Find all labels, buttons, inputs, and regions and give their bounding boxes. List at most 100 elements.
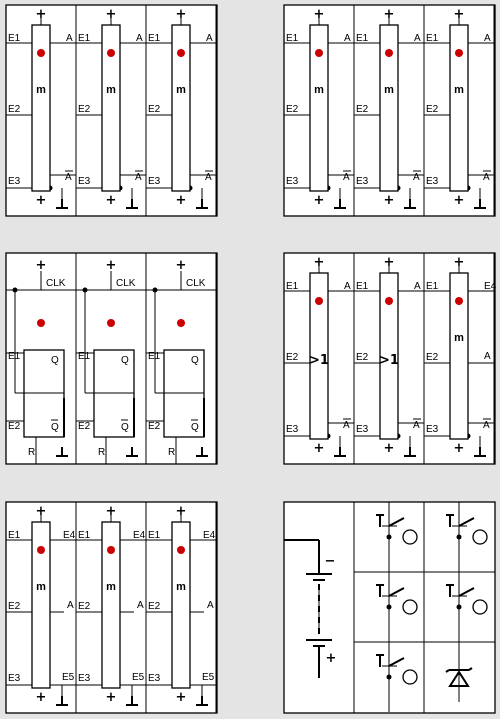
status-led — [385, 49, 393, 57]
output-label-q: Q — [191, 355, 199, 366]
gate-symbol: m — [454, 332, 464, 344]
status-led — [177, 319, 185, 327]
input-label: E2 — [426, 104, 439, 115]
lamp-icon — [402, 529, 418, 545]
lamp-icon — [472, 529, 488, 545]
plus-terminal: + — [314, 7, 325, 22]
input-label: E1 — [286, 281, 299, 292]
push-switch — [446, 572, 488, 642]
status-led — [37, 49, 45, 57]
reset-label: R — [28, 447, 35, 458]
zener-diode-icon — [445, 642, 473, 702]
input-label: E1 — [78, 530, 91, 541]
plus-terminal: + — [454, 193, 465, 208]
plus-terminal: + — [106, 7, 117, 22]
output-label-a-bar: A — [343, 420, 350, 431]
push-switch — [376, 642, 418, 712]
input-label: E2 — [356, 104, 369, 115]
plus-terminal: + — [314, 193, 325, 208]
or-gate-body — [309, 272, 329, 440]
input-label: E1 — [286, 33, 299, 44]
gate-body — [101, 24, 121, 192]
output-label-a-bar: A — [135, 172, 142, 183]
switch-contact — [388, 657, 405, 667]
diode-bar — [468, 667, 473, 671]
input-label: E2 — [148, 601, 161, 612]
input-label: E3 — [356, 176, 369, 187]
gate-symbol: m — [384, 84, 394, 96]
input-label: E3 — [8, 673, 21, 684]
switch-contact — [388, 517, 405, 527]
output-label-q-bar: Q — [121, 422, 129, 433]
input-label: E2 — [286, 104, 299, 115]
plus-terminal: + — [176, 258, 187, 273]
input-label: E1 — [8, 33, 21, 44]
gate-symbol: m — [314, 84, 324, 96]
clock-label: CLK — [116, 278, 136, 289]
input-label: E3 — [78, 176, 91, 187]
clock-label: CLK — [46, 278, 66, 289]
reset-label: R — [98, 447, 105, 458]
switch-node — [456, 604, 462, 610]
input-label: E4 — [63, 530, 76, 541]
battery-plus: + — [326, 651, 337, 666]
output-label: A — [484, 33, 491, 44]
input-label: E1 — [426, 281, 439, 292]
input-label: E2 — [8, 421, 21, 432]
input-label: E1 — [78, 33, 91, 44]
output-label: A — [66, 33, 73, 44]
output-label: A — [344, 281, 351, 292]
input-label: E3 — [148, 673, 161, 684]
status-led — [107, 546, 115, 554]
input-label: E2 — [8, 601, 21, 612]
switch-node — [456, 534, 462, 540]
plus-terminal: + — [176, 504, 187, 519]
input-label: E3 — [78, 673, 91, 684]
output-label: A — [414, 281, 421, 292]
battery-symbol: −+ — [284, 539, 337, 678]
or-gate-symbol: >1 — [379, 353, 399, 368]
input-label: E3 — [286, 424, 299, 435]
input-label: E2 — [426, 352, 439, 363]
status-led — [455, 49, 463, 57]
input-label: E1 — [8, 530, 21, 541]
lamp-icon — [402, 669, 418, 685]
diode-bar — [445, 669, 450, 673]
plus-terminal: + — [36, 193, 47, 208]
input-label: E3 — [426, 176, 439, 187]
input-label: E2 — [8, 104, 21, 115]
input-label: E1 — [148, 530, 161, 541]
input-label: E5 — [132, 672, 145, 683]
input-label: E4 — [203, 530, 216, 541]
switch-contact — [458, 517, 475, 527]
gate-body — [309, 24, 329, 192]
switch-node — [386, 534, 392, 540]
output-label: A — [414, 33, 421, 44]
plus-terminal: + — [106, 690, 117, 705]
input-label: E3 — [8, 176, 21, 187]
gate-symbol: m — [106, 581, 116, 593]
switch-contact — [458, 587, 475, 597]
output-label: E4 — [484, 281, 497, 292]
status-led — [385, 297, 393, 305]
status-led — [107, 319, 115, 327]
input-label: E1 — [356, 281, 369, 292]
gate-body — [31, 24, 51, 192]
output-label: A — [136, 33, 143, 44]
plus-terminal: + — [106, 193, 117, 208]
output-label-a-bar: A — [483, 420, 490, 431]
output-label-q: Q — [51, 355, 59, 366]
input-label: E3 — [148, 176, 161, 187]
switch-node — [386, 604, 392, 610]
push-switch — [376, 502, 418, 572]
